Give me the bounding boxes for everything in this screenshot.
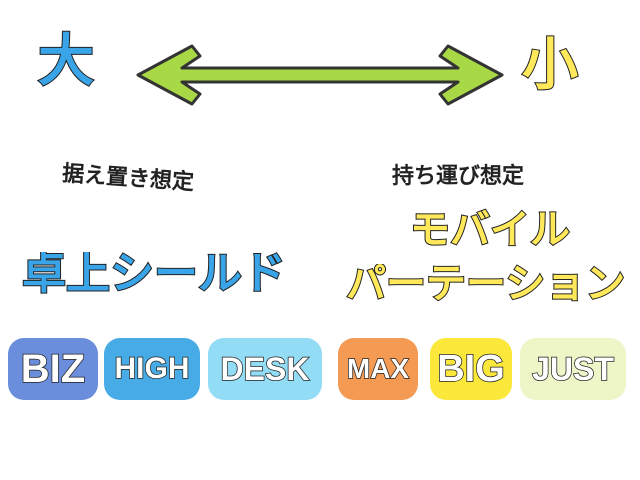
badge-big: BIG: [430, 338, 512, 400]
right-headline-line2: パーテーション: [346, 264, 626, 304]
badge-just: JUST: [520, 338, 626, 400]
right-headline-line1: モバイル: [409, 207, 571, 253]
right-caption: 持ち運び想定: [392, 164, 525, 189]
double-arrow-icon: [136, 44, 504, 106]
left-caption: 据え置き想定: [61, 161, 195, 196]
badge-high: HIGH: [104, 338, 200, 400]
badge-biz-label: BIZ: [20, 346, 86, 392]
badge-max: MAX: [338, 338, 418, 400]
double-arrow-shape: [136, 44, 504, 106]
badge-high-label: HIGH: [114, 351, 191, 386]
badge-desk: DESK: [208, 338, 322, 400]
left-headline: 卓上シールド: [22, 252, 287, 296]
badge-just-label: JUST: [531, 350, 614, 388]
badge-big-label: BIG: [436, 347, 505, 391]
badge-biz: BIZ: [8, 338, 98, 400]
badge-desk-label: DESK: [220, 350, 310, 388]
large-label: 大: [37, 29, 95, 94]
small-label: 小: [521, 33, 579, 98]
badge-max-label: MAX: [346, 352, 410, 385]
